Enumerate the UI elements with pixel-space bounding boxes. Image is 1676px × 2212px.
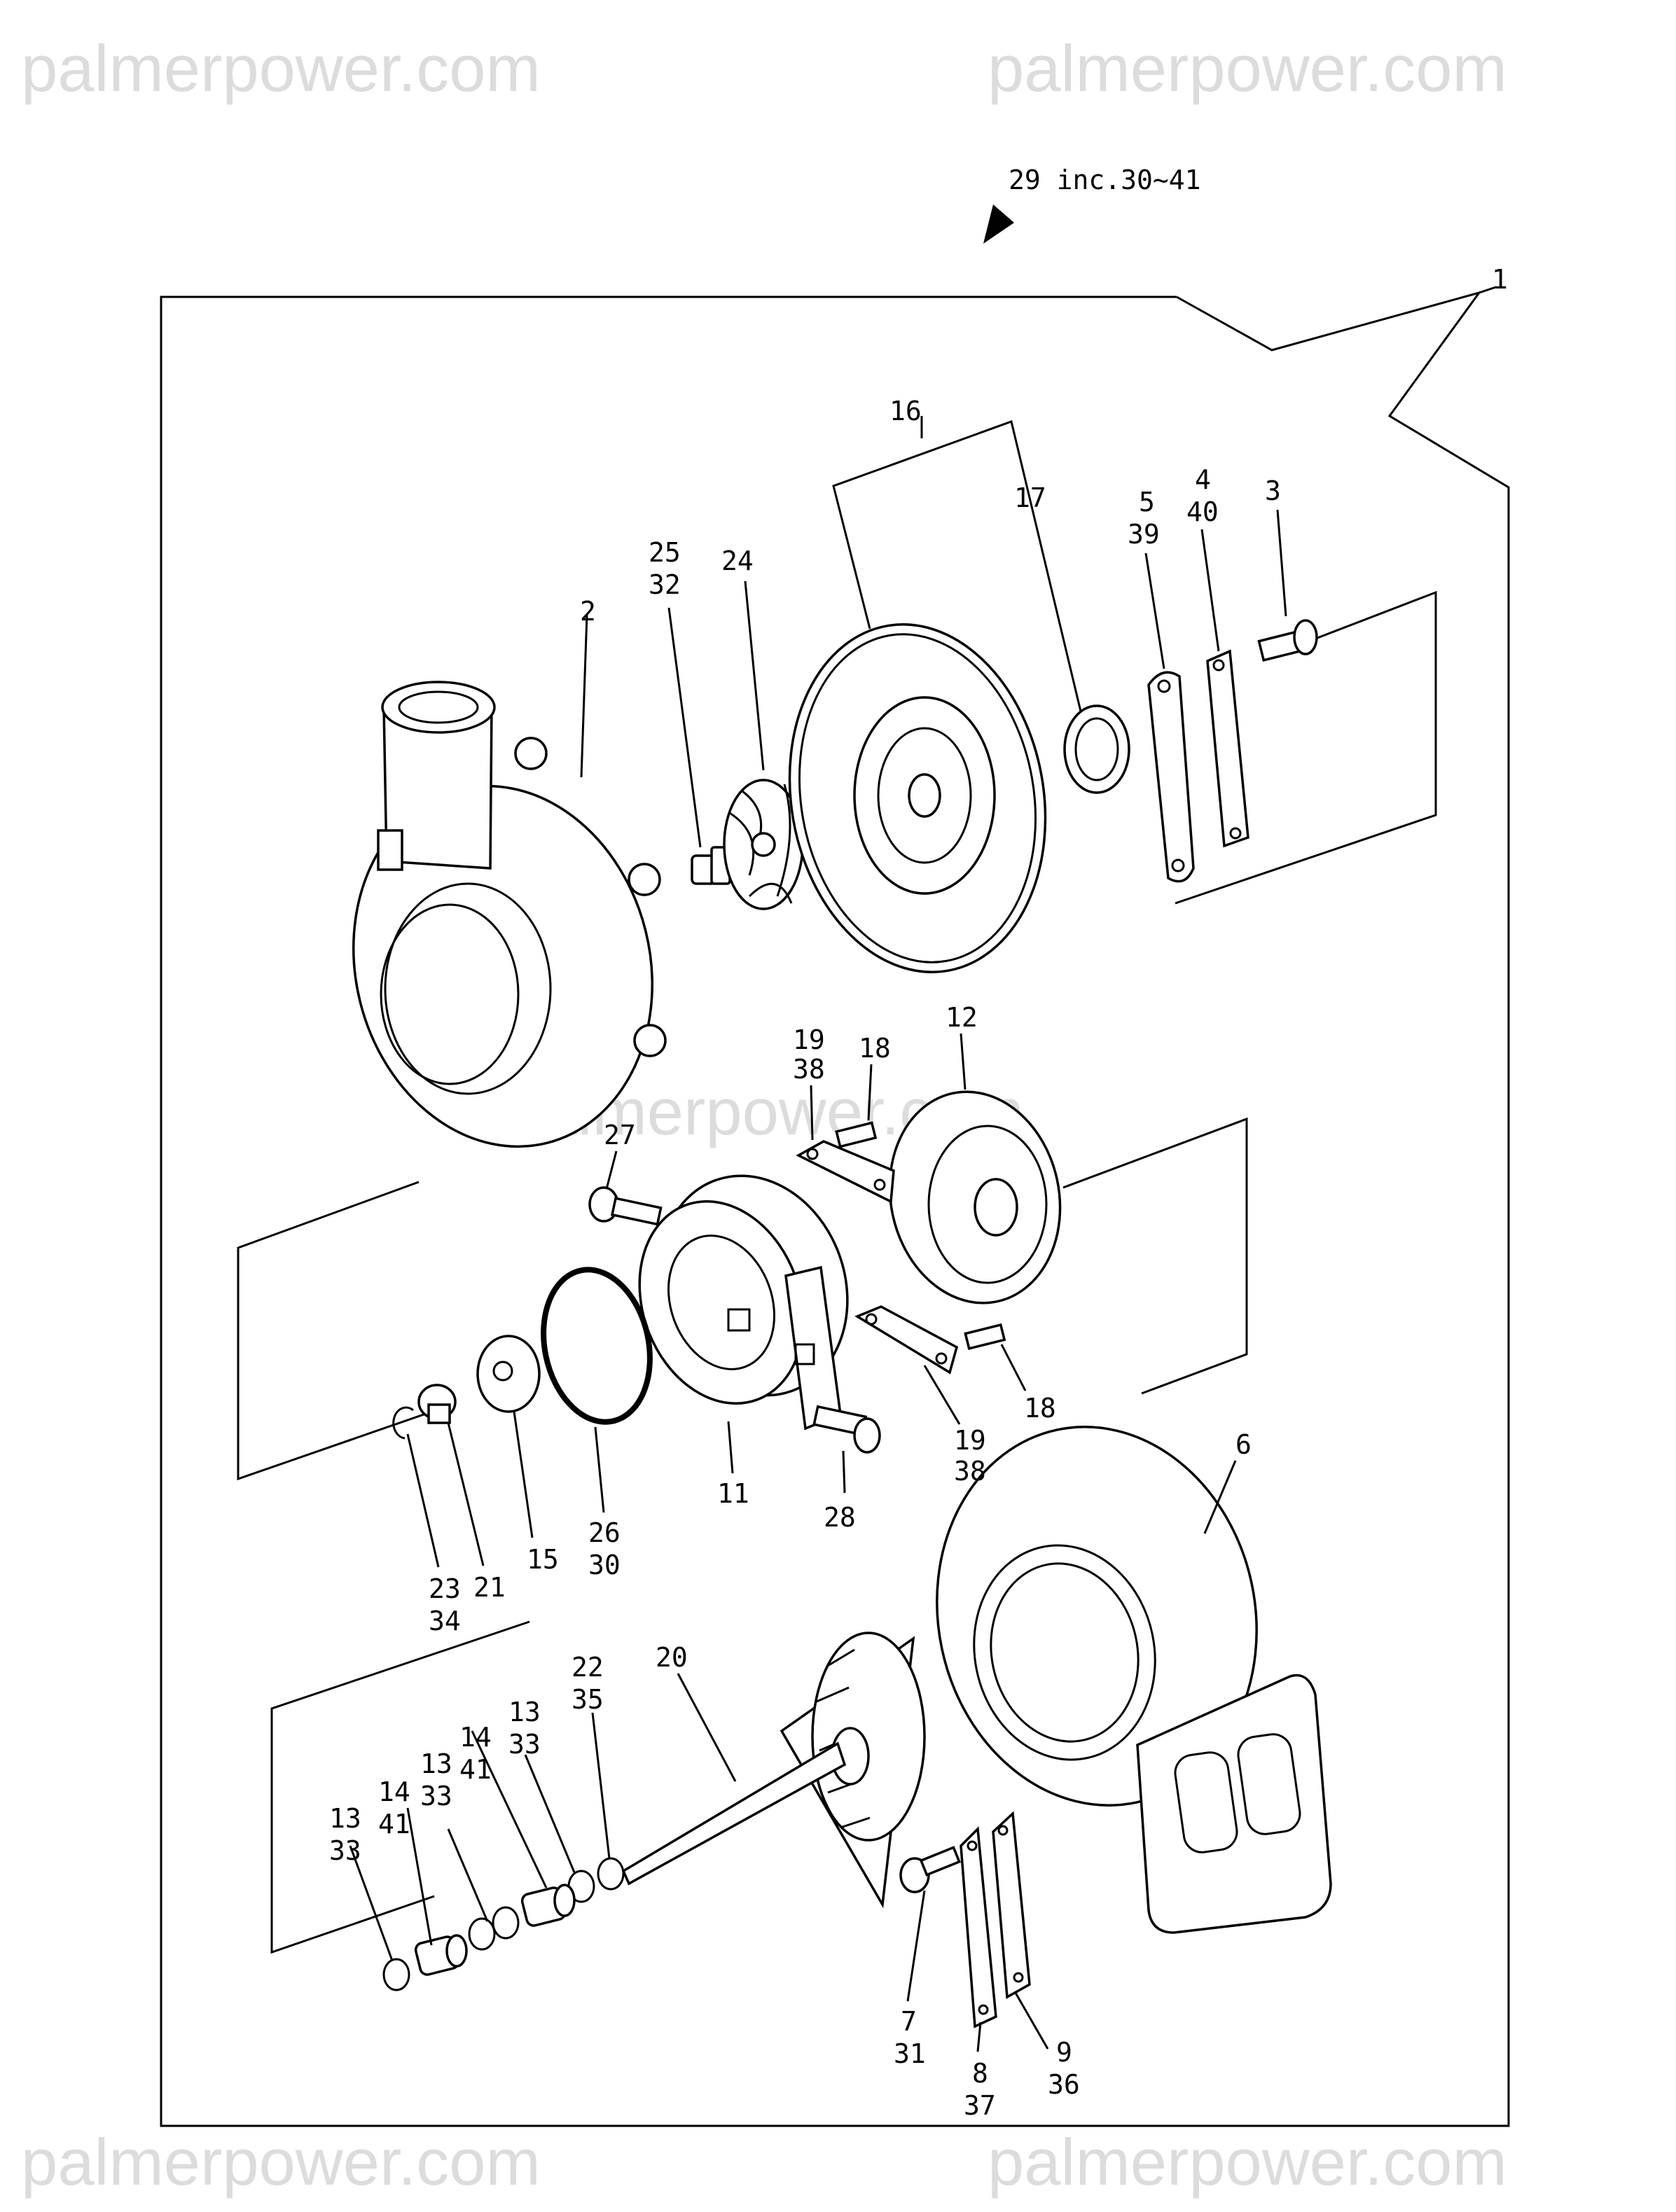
callout-13c: 13 [329, 1803, 361, 1834]
callout-4: 4 [1195, 464, 1211, 495]
assembly-arrow-icon [983, 204, 1014, 244]
callout-18a: 18 [859, 1033, 891, 1064]
retaining-ring-23 [392, 1406, 414, 1440]
shaft-seal-ring [597, 1857, 625, 1891]
callout-41a: 41 [459, 1754, 492, 1785]
bolt-27 [588, 1186, 663, 1226]
callout-18b: 18 [1024, 1393, 1056, 1424]
callout-31: 31 [894, 2038, 926, 2069]
turbine-housing [936, 1426, 1332, 1934]
callout-23: 23 [429, 1573, 461, 1604]
bolt-3 [1257, 619, 1318, 662]
callout-21: 21 [473, 1572, 506, 1603]
assembly-frame [160, 291, 1510, 2127]
callout-16: 16 [889, 396, 922, 426]
turbine-clamp-plate [992, 1811, 1031, 1999]
callout-30: 30 [588, 1550, 621, 1580]
lower-clamp [854, 1305, 1006, 1375]
callout-11: 11 [717, 1478, 749, 1509]
watermark-top-right: palmerpower.com [988, 32, 1507, 105]
bolt-7 [899, 1846, 961, 1893]
callout-22: 22 [572, 1652, 604, 1683]
callout-33c: 33 [329, 1835, 361, 1866]
bearing-snap-ring-3 [382, 1958, 410, 1991]
callout-9: 9 [1056, 2037, 1072, 2068]
journal-bearing-1 [520, 1884, 576, 1927]
journal-bearing-2 [414, 1934, 468, 1976]
callout-7: 7 [901, 2006, 917, 2037]
seal-ring [1063, 704, 1130, 794]
watermark-top-left: palmerpower.com [21, 32, 541, 105]
callout-14b: 14 [378, 1776, 410, 1807]
thrust-collar [476, 1335, 541, 1413]
callout-33a: 33 [508, 1729, 541, 1760]
compressor-housing [352, 681, 667, 1148]
callout-27: 27 [604, 1120, 636, 1150]
lock-plate [1147, 671, 1195, 883]
callout-19b: 19 [954, 1425, 986, 1456]
callout-35: 35 [572, 1684, 604, 1715]
callout-15: 15 [527, 1544, 559, 1575]
callout-33b: 33 [420, 1781, 452, 1811]
callout-38a: 38 [793, 1054, 825, 1085]
bolt-28 [812, 1405, 881, 1454]
callout-24: 24 [721, 545, 754, 576]
callout-19a: 19 [793, 1024, 825, 1055]
callout-28: 28 [824, 1502, 856, 1533]
o-ring [541, 1267, 653, 1425]
clamp-plate [1206, 649, 1249, 848]
back-plate [788, 623, 1047, 973]
callout-32: 32 [649, 569, 681, 600]
callout-25: 25 [649, 537, 681, 568]
callout-34: 34 [429, 1606, 461, 1636]
callout-5: 5 [1139, 487, 1155, 517]
bearing-snap-ring-2 [468, 1906, 520, 1951]
callout-26: 26 [588, 1517, 621, 1548]
callout-13b: 13 [420, 1748, 452, 1779]
callout-36: 36 [1048, 2069, 1080, 2100]
callout-1: 1 [1492, 264, 1508, 295]
callout-20: 20 [656, 1642, 688, 1673]
callout-6: 6 [1235, 1429, 1252, 1460]
callout-14a: 14 [459, 1722, 492, 1753]
callout-17: 17 [1014, 482, 1046, 513]
center-housing [638, 1174, 849, 1431]
callout-3: 3 [1265, 475, 1281, 506]
callout-40: 40 [1186, 496, 1219, 527]
watermark-bottom-left: palmerpower.com [21, 2125, 541, 2199]
callout-39: 39 [1128, 519, 1160, 550]
callout-8: 8 [972, 2058, 988, 2089]
callout-41b: 41 [378, 1809, 410, 1839]
heat-shield [888, 1090, 1062, 1305]
callout-2: 2 [580, 596, 596, 627]
shaft-and-turbine-wheel [621, 1632, 926, 1909]
thrust-bearing [417, 1384, 457, 1424]
callout-12: 12 [946, 1002, 978, 1033]
callout-38b: 38 [954, 1456, 986, 1487]
assembly-note: 29 inc.30~41 [1009, 165, 1201, 195]
turbine-lock-plate [960, 1826, 997, 2029]
upper-clamp [796, 1121, 895, 1204]
callout-37: 37 [964, 2090, 996, 2121]
watermark-bottom-right: palmerpower.com [988, 2125, 1507, 2199]
callout-13a: 13 [508, 1697, 541, 1727]
